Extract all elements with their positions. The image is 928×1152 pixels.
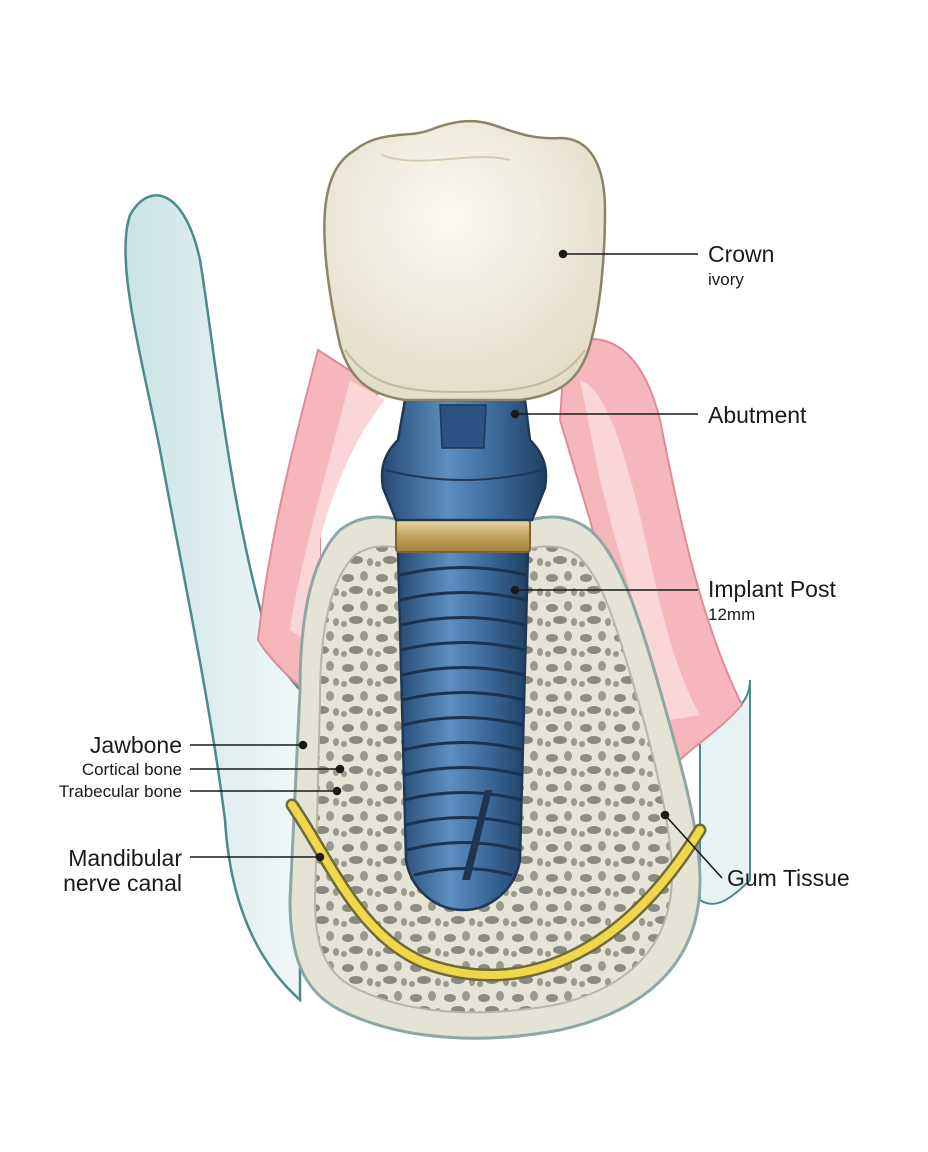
implant-sub-label: 12mm [708, 605, 756, 624]
gum-tissue-label: Gum Tissue [727, 865, 850, 891]
nerve-label-line1: Mandibular [68, 845, 182, 871]
implant-collar [395, 519, 531, 553]
nerve-canal [285, 798, 707, 982]
implant-post [396, 548, 530, 912]
jawbone-label: Jawbone [89, 732, 182, 758]
nerve-label-line2: nerve canal [63, 870, 182, 896]
abutment-label: Abutment [708, 402, 807, 428]
crown-label: Crown [708, 241, 775, 267]
crown [323, 119, 607, 402]
implant-threads [399, 566, 527, 877]
abutment [380, 398, 548, 522]
cortical-bone-label: Cortical bone [81, 760, 182, 779]
implant-post-label: Implant Post [708, 576, 836, 602]
soft-tissue [124, 194, 751, 1003]
trabecular-bone-label: Trabecular bone [58, 782, 182, 801]
crown-sub-label: ivory [708, 270, 744, 289]
leader-lines [190, 249, 723, 879]
gum-leader [664, 814, 723, 879]
